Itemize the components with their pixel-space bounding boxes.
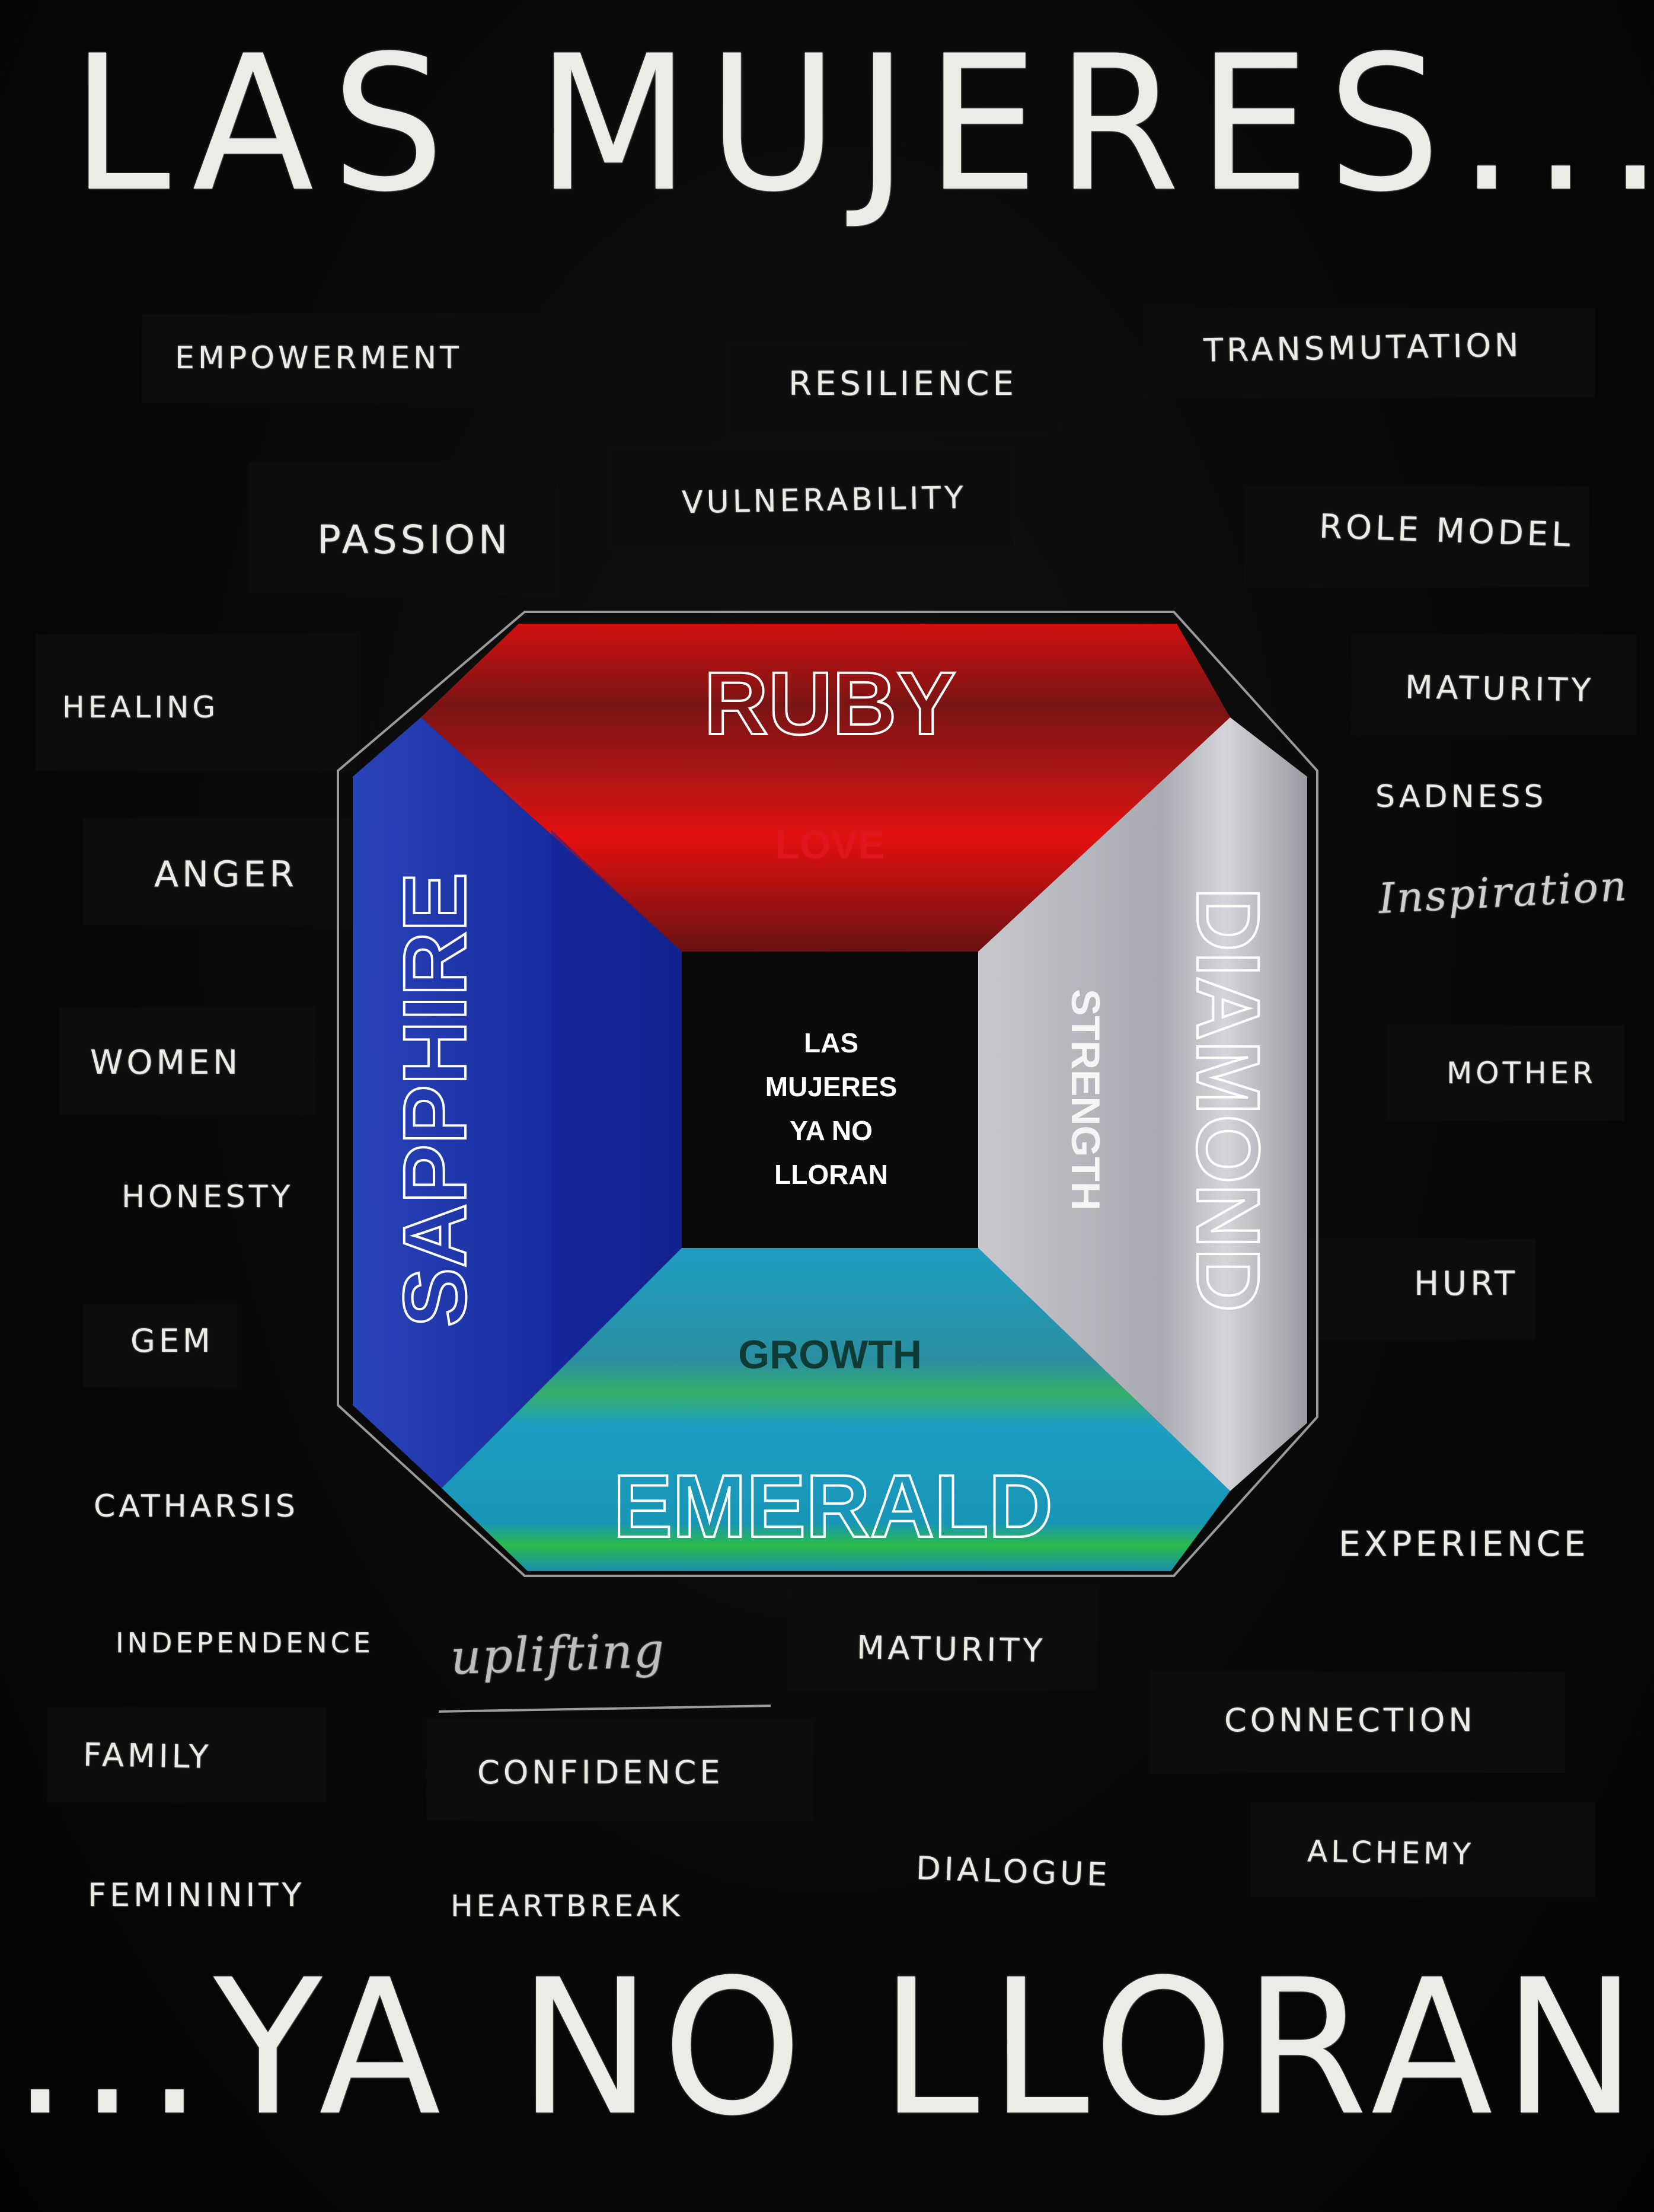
emerald-label: EMERALD [613,1456,1053,1556]
tape-strip [142,314,569,403]
word-alchemy: ALCHEMY [1307,1834,1475,1872]
tape-strip [1310,1239,1535,1340]
tape-strip [83,1304,237,1387]
word-experience: EXPERIENCE [1339,1524,1589,1564]
ruby-facet [421,624,1230,952]
word-mother: MOTHER [1447,1056,1596,1090]
emerald-facet [442,1248,1230,1571]
growth-label: GROWTH [738,1332,922,1377]
word-anger: ANGER [154,854,298,895]
tape-strip [427,1719,812,1820]
gem-outline [337,611,1318,1577]
word-passion: PASSION [317,517,512,563]
tape-strip [1144,308,1595,397]
tape-strip [729,344,1061,433]
tape-strip [59,1008,314,1115]
word-inspiration: Inspiration [1377,861,1630,923]
word-dialogue: DIALOGUE [915,1849,1112,1894]
love-label: LOVE [775,822,885,867]
center-line: LAS [804,1027,858,1058]
diamond-facet [978,717,1307,1491]
word-hurt: HURT [1414,1265,1519,1303]
gem-center-text: LAS MUJERES YA NO LLORAN [681,1021,982,1196]
tape-strip [1245,486,1589,587]
word-transmutation: TRANSMUTATION [1203,326,1522,369]
word-family: FAMILY [82,1736,213,1776]
tape-strip [788,1589,1097,1690]
strength-label: STRENGTH [1063,989,1108,1211]
sapphire-shade [551,830,682,1381]
tape-strip [249,462,557,593]
word-catharsis: CATHARSIS [94,1489,299,1524]
sapphire-label: SAPPHIRE [385,873,484,1327]
word-sadness: SADNESS [1375,779,1547,815]
tape-strip [36,634,356,771]
ruby-label: RUBY [704,653,956,753]
center-line: YA NO [790,1115,873,1146]
word-femininity: FEMININITY [88,1876,305,1914]
word-uplifting: uplifting [449,1622,666,1686]
word-healing: HEALING [62,690,219,724]
center-line: MUJERES [765,1071,898,1102]
tape-strip [1387,1026,1624,1121]
tape-strip [83,818,362,925]
word-heartbreak: HEARTBREAK [451,1889,684,1923]
word-women: WOMEN [90,1043,242,1082]
title-bottom: ...YA NO LLORAN [12,1939,1647,2157]
center-line: LLORAN [774,1159,888,1190]
tape-strip [47,1707,326,1802]
word-independence: INDEPENDENCE [116,1627,374,1659]
word-confidence: CONFIDENCE [477,1754,724,1791]
word-resilience: RESILIENCE [788,365,1017,403]
word-role-model: ROLE MODEL [1318,507,1575,555]
word-honesty: HONESTY [122,1179,294,1215]
word-empowerment: EMPOWERMENT [175,340,462,376]
word-gem: GEM [130,1322,214,1359]
tape-strip [1251,1802,1595,1897]
gem-center [682,952,978,1248]
tape-strip [1352,634,1636,735]
title-top: LAS MUJERES... [71,15,1654,233]
tape-strip [611,451,1014,545]
diamond-label: DIAMOND [1179,888,1278,1313]
word-connection: CONNECTION [1224,1702,1476,1739]
word-vulnerability: VULNERABILITY [681,480,968,521]
word-maturity-right: MATURITY [1404,668,1595,709]
tape-strip [1150,1672,1565,1773]
word-maturity-bottom: MATURITY [856,1629,1046,1670]
